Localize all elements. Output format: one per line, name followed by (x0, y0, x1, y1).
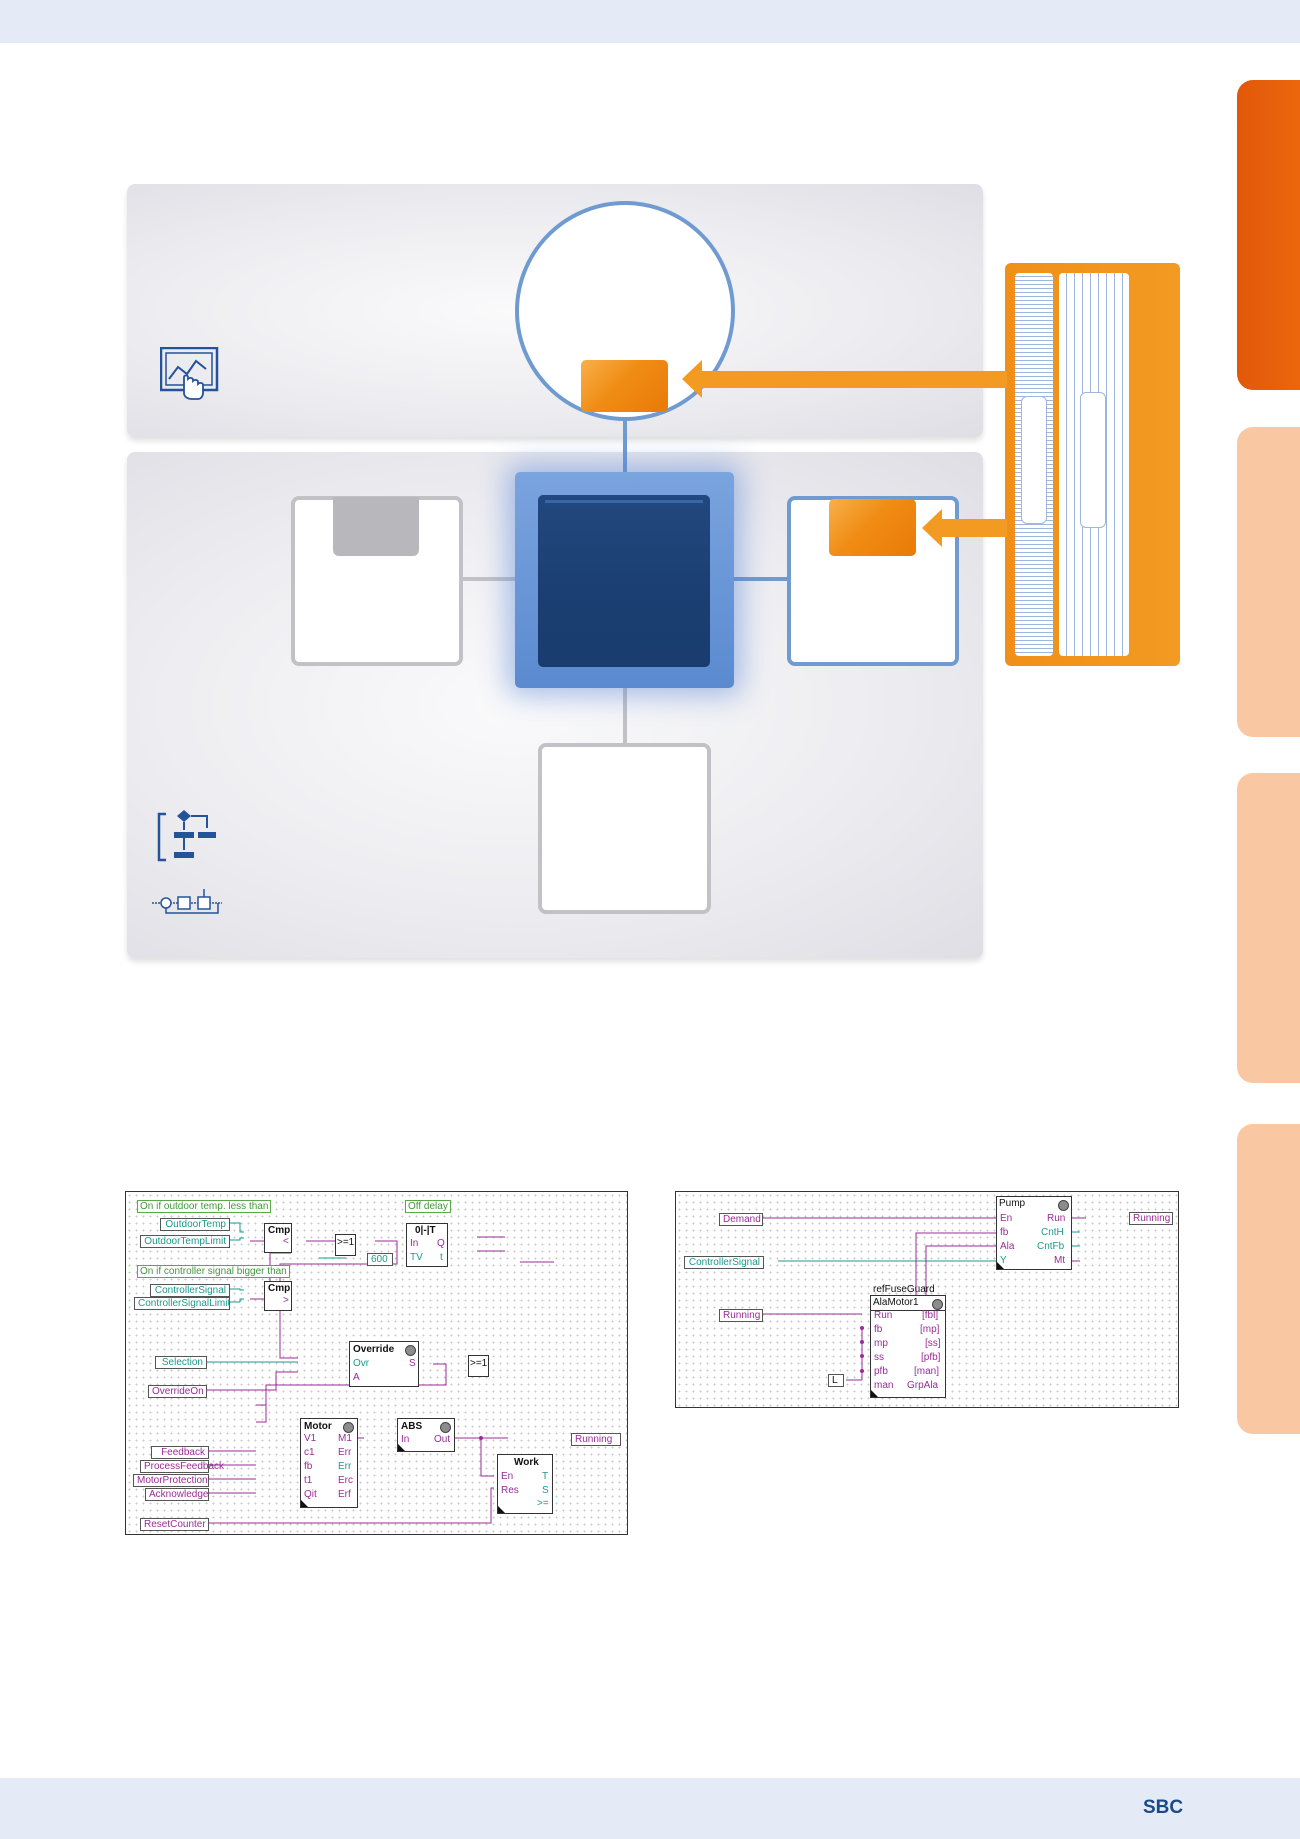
input-running[interactable]: Running (719, 1309, 763, 1322)
input-controller-signal-limit[interactable]: ControllerSignalLimit (134, 1297, 230, 1310)
output-running[interactable]: Running (571, 1433, 621, 1446)
controller-screen-gloss (545, 500, 703, 503)
arrow-right-shaft (938, 519, 1007, 537)
circle-orange-block (581, 360, 668, 412)
orange-arrows (682, 360, 1007, 547)
connector-bottom-box (623, 686, 627, 746)
alamotor-status-led (932, 1299, 943, 1310)
top-bar (0, 0, 1300, 43)
input-acknowledge[interactable]: Acknowledge (145, 1488, 209, 1501)
input-const-l[interactable]: L (828, 1374, 844, 1387)
block-work[interactable]: Work En Res T S >= (497, 1454, 553, 1514)
fbd-diagram-left: On if outdoor temp. less than Off delay … (125, 1191, 628, 1535)
input-process-feedback[interactable]: ProcessFeedback (140, 1460, 224, 1473)
alamotor-ref-label: refFuseGuard (873, 1284, 935, 1295)
input-demand[interactable]: Demand (719, 1213, 763, 1226)
section-tab-4[interactable] (1237, 1124, 1300, 1434)
footer-bar (0, 1778, 1300, 1839)
comment-off-delay: Off delay (405, 1200, 451, 1213)
input-selection[interactable]: Selection (155, 1356, 207, 1369)
input-outdoor-temp[interactable]: OutdoorTemp (160, 1218, 230, 1231)
controller-screen (538, 495, 710, 667)
override-status-led (405, 1345, 416, 1356)
connector-circle-controller (623, 412, 627, 474)
block-or-2[interactable]: >=1 (468, 1355, 489, 1377)
input-override-on[interactable]: OverrideOn (148, 1385, 207, 1398)
device-slot-narrow-window (1021, 396, 1047, 524)
abs-status-led (440, 1422, 451, 1433)
input-feedback[interactable]: Feedback (151, 1446, 209, 1459)
fbd-diagram-right: Demand ControllerSignal Running L Runnin… (675, 1191, 1179, 1408)
arrow-top-shaft (698, 371, 1007, 388)
section-tab-active[interactable] (1237, 80, 1300, 390)
block-cmp-2[interactable]: Cmp > (264, 1281, 292, 1311)
block-override[interactable]: Override Ovr A S (349, 1341, 419, 1387)
connector-left-box (460, 577, 518, 581)
motor-status-led (343, 1422, 354, 1433)
input-outdoor-temp-limit[interactable]: OutdoorTempLimit (140, 1235, 230, 1248)
sbc-logo: SBC (1143, 1797, 1184, 1818)
arrow-right-head (922, 509, 942, 547)
wires-left (207, 1222, 554, 1524)
flowchart-icon (157, 810, 216, 862)
comment-controller-signal: On if controller signal bigger than (137, 1265, 290, 1278)
right-box-orange-block (829, 499, 916, 556)
block-motor[interactable]: Motor V1 c1 fb t1 Qit M1 Err Err Erc Erf (300, 1418, 358, 1508)
block-alamotor[interactable]: AlaMotor1 Run fb mp ss pfb man [fbl] [mp… (870, 1295, 946, 1398)
input-reset-counter[interactable]: ResetCounter (140, 1518, 209, 1531)
input-controller-signal[interactable]: ControllerSignal (150, 1284, 230, 1297)
pump-status-led (1058, 1200, 1069, 1211)
comment-outdoor-temp: On if outdoor temp. less than (137, 1200, 272, 1213)
device-slot-wide-window (1080, 392, 1106, 528)
input-const-600[interactable]: 600 (367, 1253, 393, 1266)
bottom-grey-box (538, 743, 711, 914)
block-pump[interactable]: Pump En fb Ala Y Run CntH CntFb Mt (996, 1196, 1072, 1270)
block-or-1[interactable]: >=1 (335, 1234, 356, 1256)
output-running-right[interactable]: Running (1129, 1212, 1173, 1225)
block-cmp-1[interactable]: Cmp < (264, 1223, 292, 1253)
block-diagram-icon (152, 889, 222, 914)
connector-right-box (732, 577, 790, 581)
section-tab-3[interactable] (1237, 773, 1300, 1083)
arrow-top-head (682, 360, 702, 398)
input-controller-signal-right[interactable]: ControllerSignal (684, 1256, 764, 1269)
input-motor-protection[interactable]: MotorProtection (133, 1474, 209, 1487)
left-box-tab (333, 497, 419, 556)
section-tab-2[interactable] (1237, 427, 1300, 737)
block-abs[interactable]: ABS In Out (397, 1418, 455, 1452)
touch-screen-chart-icon (160, 347, 219, 400)
block-off-delay[interactable]: 0|-|T In TV Q t (406, 1223, 448, 1267)
